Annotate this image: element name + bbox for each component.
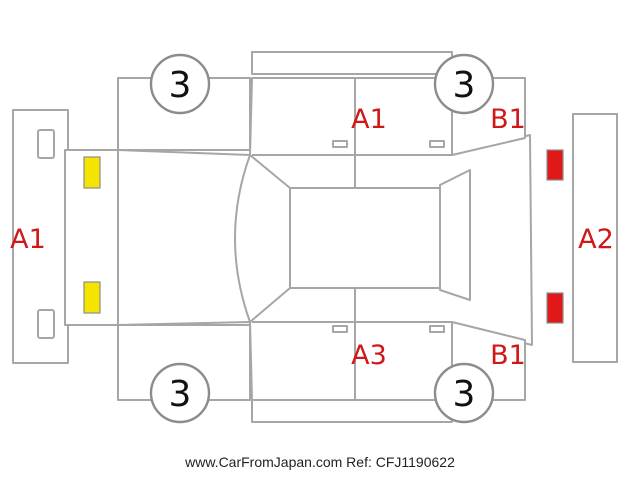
- rear-window: [439, 169, 471, 301]
- wheel-rear-top-label: 3: [453, 65, 476, 106]
- footer-site: www.CarFromJapan.com: [185, 454, 343, 470]
- footer-ref: Ref: CFJ1190622: [346, 454, 455, 470]
- wheel-front-bottom-circle: [149, 362, 211, 424]
- code-roof-top-side: A1: [351, 104, 387, 135]
- wheel-front-bottom-label: 3: [169, 374, 192, 415]
- front-lamp-bottom: [83, 281, 101, 314]
- rear-lamp-top: [546, 149, 564, 181]
- wheel-rear-bottom-circle: [433, 362, 495, 424]
- wheel-front-top-circle: [149, 53, 211, 115]
- side-skirt-top: [251, 51, 453, 75]
- code-front-panel: A1: [10, 224, 46, 255]
- footer-credit: www.CarFromJapan.com Ref: CFJ1190622: [0, 454, 640, 470]
- rear-lamp-bottom: [546, 292, 564, 324]
- door-handle-front-bottom: [332, 325, 348, 333]
- wheel-rear-top-circle: [433, 53, 495, 115]
- front-lamp-top: [83, 156, 101, 189]
- wheel-front-top-label: 3: [169, 65, 192, 106]
- code-rear-fender-bottom: B1: [490, 340, 526, 371]
- front-fender-bottom: [117, 324, 251, 401]
- front-bumper-slot-bottom: [37, 309, 55, 339]
- front-bumper-outline: [12, 109, 69, 364]
- code-roof-bottom-side: A3: [351, 340, 387, 371]
- door-handle-rear-top: [429, 140, 445, 148]
- code-rear-panel: A2: [578, 224, 614, 255]
- door-handle-front-top: [332, 140, 348, 148]
- front-bumper-slot-top: [37, 129, 55, 159]
- door-handle-rear-bottom: [429, 325, 445, 333]
- wheel-rear-bottom-label: 3: [453, 374, 476, 415]
- code-rear-fender-top: B1: [490, 104, 526, 135]
- roof: [289, 187, 441, 289]
- windshield: [234, 154, 291, 323]
- side-skirt-bottom: [251, 399, 453, 423]
- rear-bumper-outline: [572, 113, 618, 363]
